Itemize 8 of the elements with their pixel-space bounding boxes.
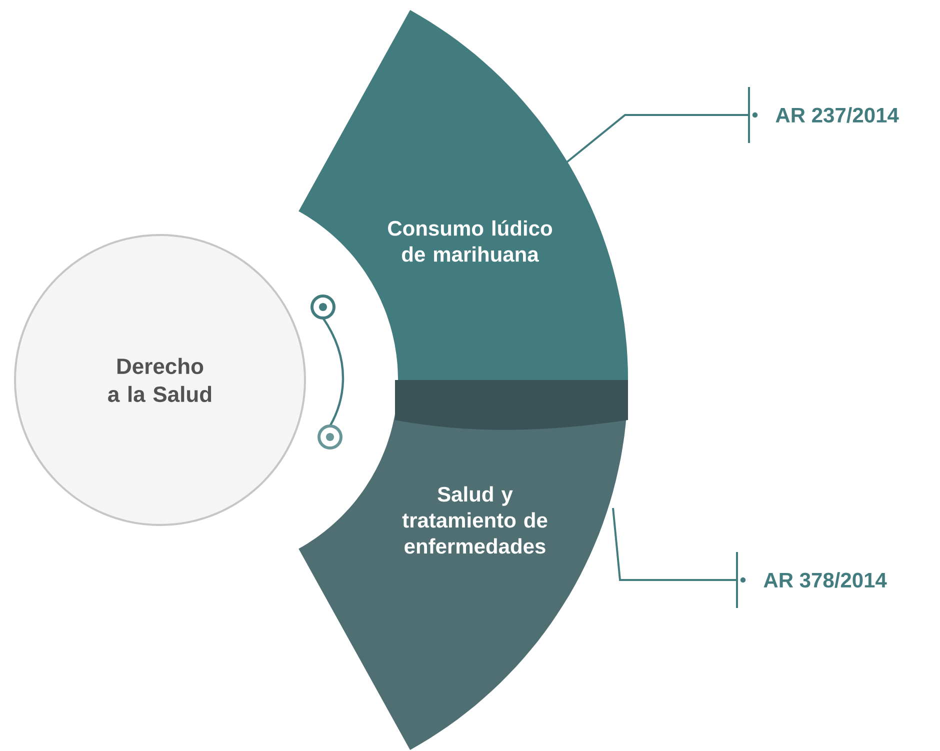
sector-band: Salud y tratamiento de enfermedades (298, 380, 628, 750)
leader-line (612, 508, 737, 581)
bullet-item: AR 237/2014 (752, 107, 899, 123)
node-label: AR 378/2014 (764, 572, 887, 588)
leader-line (566, 114, 749, 163)
node-label: AR 237/2014 (776, 107, 899, 123)
sector-band: Consumo lúdico de marihuana (298, 10, 628, 380)
bullet-item: AR 378/2014 (740, 572, 887, 588)
